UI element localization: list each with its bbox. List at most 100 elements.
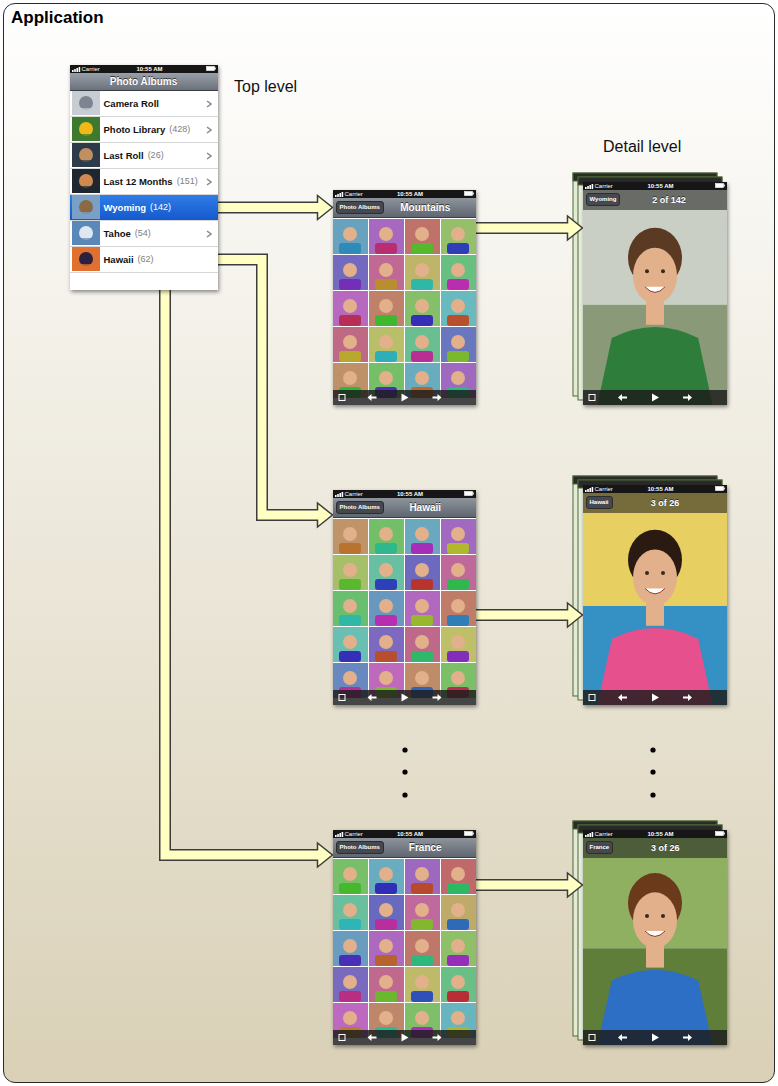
signal-icon bbox=[335, 831, 344, 837]
album-name: Hawaii bbox=[104, 254, 134, 265]
photo-count: (151) bbox=[177, 176, 198, 186]
application-frame: ApplicationCarrier10:55 AMPhoto AlbumsCa… bbox=[3, 3, 775, 1083]
diagram-title: Application bbox=[11, 8, 104, 28]
battery-icon bbox=[206, 66, 216, 71]
photo-illustration bbox=[583, 485, 727, 705]
navigation-arrow bbox=[165, 290, 333, 868]
carrier-label: Carrier bbox=[70, 65, 137, 73]
signal-icon bbox=[585, 183, 594, 189]
photo-screen: Carrier10:55 AMWyoming2 of 142 bbox=[583, 182, 727, 405]
album-name: Photo Library bbox=[104, 124, 166, 135]
album-screen: Carrier10:55 AMPhoto AlbumsHawaii bbox=[333, 490, 476, 705]
album-icon bbox=[72, 169, 100, 193]
ellipsis-dots bbox=[402, 747, 655, 797]
level-label: Detail level bbox=[603, 138, 681, 156]
signal-icon bbox=[585, 831, 594, 837]
application-ground bbox=[4, 4, 775, 1083]
photo-count: (26) bbox=[148, 150, 164, 160]
nav-bar: France3 of 26 bbox=[583, 838, 727, 858]
signal-icon bbox=[335, 191, 344, 197]
album-row: Photo Library(428) bbox=[70, 117, 218, 143]
back-button: Hawaii bbox=[586, 496, 613, 509]
album-screen: Carrier10:55 AMPhoto AlbumsMountains bbox=[333, 190, 476, 405]
carrier-label: Carrier bbox=[333, 190, 397, 198]
phone-screen: Carrier10:55 AMPhoto AlbumsCamera RollPh… bbox=[70, 65, 218, 290]
carrier-label: Carrier bbox=[583, 485, 648, 493]
album-icon bbox=[72, 195, 100, 219]
album-icon bbox=[72, 221, 100, 245]
status-bar: Carrier10:55 AM bbox=[70, 65, 218, 73]
status-bar: Carrier10:55 AM bbox=[333, 190, 476, 198]
photo-count: (142) bbox=[150, 202, 171, 212]
album-icon bbox=[72, 247, 100, 271]
album-row: Wyoming(142) bbox=[70, 195, 218, 221]
nav-bar: Photo AlbumsHawaii bbox=[333, 498, 476, 518]
clock-time: 10:55 AM bbox=[647, 182, 673, 190]
album-row: Tahoe(54) bbox=[70, 221, 218, 247]
album-title: Hawaii bbox=[384, 502, 473, 513]
album-row: Hawaii (62) bbox=[70, 247, 218, 273]
status-bar: Carrier10:55 AM bbox=[583, 830, 727, 838]
album-name: Last 12 Months bbox=[104, 176, 173, 187]
signal-icon bbox=[72, 66, 81, 72]
album-title: France bbox=[384, 842, 473, 853]
battery-icon bbox=[464, 831, 474, 836]
toolbar bbox=[583, 690, 727, 705]
album-icon bbox=[72, 117, 100, 141]
status-bar: Carrier10:55 AM bbox=[333, 490, 476, 498]
back-button: Photo Albums bbox=[336, 201, 384, 214]
clock-time: 10:55 AM bbox=[397, 190, 423, 198]
battery-icon bbox=[715, 831, 725, 836]
thumbnail-grid bbox=[333, 830, 476, 1045]
clock-time: 10:55 AM bbox=[397, 490, 423, 498]
navigation-arrow bbox=[476, 216, 583, 240]
nav-title: Photo Albums bbox=[110, 76, 177, 87]
chevron-icon bbox=[206, 126, 212, 134]
nav-bar: Photo Albums bbox=[70, 73, 218, 91]
status-bar: Carrier10:55 AM bbox=[333, 830, 476, 838]
battery-icon bbox=[464, 191, 474, 196]
status-bar: Carrier10:55 AM bbox=[583, 485, 727, 493]
album-name: Tahoe bbox=[104, 228, 131, 239]
chevron-icon bbox=[206, 100, 212, 108]
thumbnail-grid bbox=[333, 190, 476, 405]
signal-icon bbox=[335, 491, 344, 497]
photo-counter: 3 of 26 bbox=[613, 498, 724, 508]
carrier-label: Carrier bbox=[583, 830, 648, 838]
toolbar bbox=[333, 690, 476, 705]
carrier-label: Carrier bbox=[583, 182, 648, 190]
thumbnail-grid bbox=[333, 490, 476, 705]
nav-bar: Photo AlbumsMountains bbox=[333, 198, 476, 218]
album-screen: Carrier10:55 AMPhoto AlbumsFrance bbox=[333, 830, 476, 1045]
nav-bar: Hawaii3 of 26 bbox=[583, 493, 727, 513]
photo-count: (62) bbox=[138, 254, 154, 264]
album-icon bbox=[72, 91, 100, 115]
back-button: Wyoming bbox=[586, 193, 621, 206]
photo-screen: Carrier10:55 AMHawaii3 of 26 bbox=[583, 485, 727, 705]
navigation-arrow bbox=[476, 603, 583, 627]
navigation-arrow bbox=[476, 873, 583, 897]
photo-illustration bbox=[583, 830, 727, 1045]
navigation-arrow bbox=[218, 196, 333, 220]
navigation-arrow bbox=[218, 260, 333, 528]
album-title: Mountains bbox=[384, 202, 473, 213]
toolbar bbox=[583, 1030, 727, 1045]
nav-bar: Photo AlbumsFrance bbox=[333, 838, 476, 858]
carrier-label: Carrier bbox=[333, 490, 397, 498]
back-button: Photo Albums bbox=[336, 841, 384, 854]
clock-time: 10:55 AM bbox=[136, 65, 162, 73]
battery-icon bbox=[715, 183, 725, 188]
clock-time: 10:55 AM bbox=[647, 830, 673, 838]
album-row: Last Roll (26) bbox=[70, 143, 218, 169]
album-name: Last Roll bbox=[104, 150, 144, 161]
photo-counter: 2 of 142 bbox=[620, 195, 723, 205]
clock-time: 10:55 AM bbox=[647, 485, 673, 493]
battery-icon bbox=[464, 491, 474, 496]
toolbar bbox=[583, 390, 727, 405]
photo-count: (428) bbox=[169, 124, 190, 134]
photo-illustration bbox=[583, 182, 727, 405]
battery-icon bbox=[715, 486, 725, 491]
carrier-label: Carrier bbox=[333, 830, 397, 838]
nav-bar: Wyoming2 of 142 bbox=[583, 190, 727, 210]
